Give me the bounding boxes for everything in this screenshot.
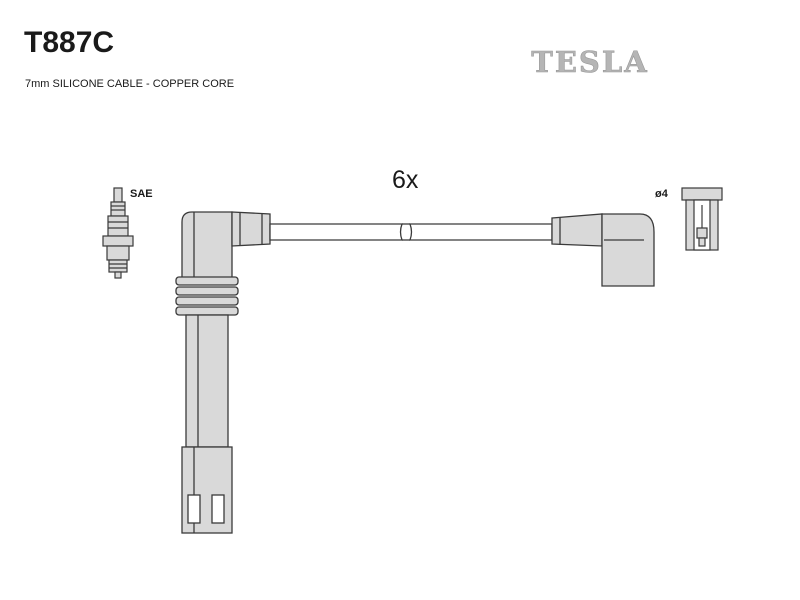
plug-standard-label: SAE (130, 188, 153, 200)
terminal-connector-icon (681, 187, 723, 251)
terminal-size-label: ø4 (655, 188, 668, 200)
svg-text:TESLA: TESLA (531, 45, 649, 79)
part-number: T887C (24, 26, 115, 59)
cable-spec: 7mm SILICONE CABLE - COPPER CORE (25, 78, 235, 90)
spark-plug-icon (102, 187, 134, 279)
distributor-boot (551, 213, 655, 287)
ignition-cable (269, 223, 553, 241)
quantity-label: 6x (392, 166, 419, 194)
brand-logo: TESLA (531, 45, 649, 80)
spark-plug-boot (175, 211, 271, 534)
